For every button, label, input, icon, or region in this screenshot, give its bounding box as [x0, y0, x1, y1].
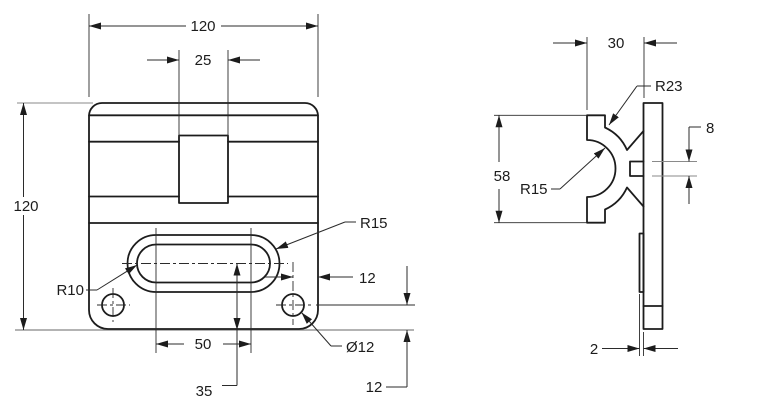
front-dimensions: 120 25 120 R15 R10 — [13, 14, 415, 400]
dim-front-width: 120 — [88, 14, 319, 97]
dim-hole-bottom-offset: 12 — [316, 266, 415, 396]
dim-slot-center-height-label: 35 — [196, 383, 213, 400]
leader-hole-diameter: Ø12 — [301, 312, 374, 356]
dim-front-notch-label: 25 — [195, 52, 212, 69]
dim-slot-center-distance-label: 50 — [195, 336, 212, 353]
dim-hole-bottom-offset-label: 12 — [366, 379, 383, 396]
dim-side-depth: 30 — [553, 35, 677, 110]
center-tab — [178, 134, 229, 204]
dim-lip-thickness: 2 — [590, 294, 678, 358]
leader-slot-outer-radius-label: R15 — [360, 215, 388, 232]
side-view — [586, 102, 697, 330]
leader-groove-radius: R15 — [520, 147, 606, 198]
dim-front-height-label: 120 — [13, 198, 38, 215]
leader-slot-inner-radius-label: R10 — [56, 282, 84, 299]
leader-boss-radius: R23 — [608, 78, 683, 126]
front-view — [15, 102, 414, 353]
dim-lip-thickness-label: 2 — [590, 341, 598, 358]
leader-groove-radius-label: R15 — [520, 181, 548, 198]
dim-hole-edge-offset: 12 — [265, 270, 376, 287]
dim-rib-thickness-label: 8 — [706, 120, 714, 137]
dim-hole-edge-offset-label: 12 — [359, 270, 376, 287]
dim-slot-center-height: 35 — [196, 263, 241, 400]
leader-hole-diameter-label: Ø12 — [346, 339, 374, 356]
leader-slot-inner-radius: R10 — [56, 264, 138, 299]
dim-front-width-label: 120 — [190, 18, 215, 35]
side-middle-rib — [629, 160, 645, 177]
dim-rib-thickness: 8 — [685, 120, 714, 204]
side-lip-strip — [638, 232, 645, 293]
dim-boss-height: 58 — [494, 114, 587, 224]
dim-front-notch: 25 — [147, 50, 260, 137]
front-plate-outline — [88, 102, 319, 330]
dim-boss-height-label: 58 — [494, 168, 511, 185]
dim-side-depth-label: 30 — [608, 35, 625, 52]
dim-front-height: 120 — [13, 103, 39, 330]
side-dimensions: 30 R23 58 R15 8 — [494, 35, 715, 358]
side-boss-profile — [586, 114, 645, 224]
leader-boss-radius-label: R23 — [655, 78, 683, 95]
leader-slot-outer-radius: R15 — [275, 215, 388, 250]
